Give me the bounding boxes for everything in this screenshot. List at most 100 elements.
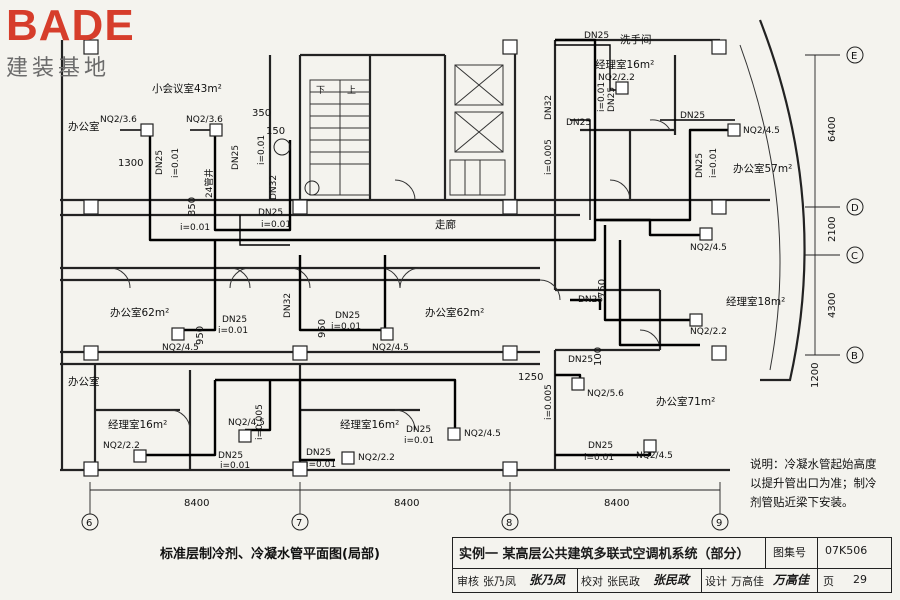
atlas-number-label: 图集号 [773, 546, 806, 559]
dim-8400-c: 8400 [604, 498, 629, 509]
check-label: 校对 [581, 575, 603, 588]
room-small-meeting: 小会议室43m² [152, 82, 222, 95]
structural-columns [83, 39, 727, 477]
unit-label-u3: NQ2/2.2 [598, 73, 635, 83]
logo-subtitle: 建装基地 [6, 56, 111, 81]
title-block-title: 实例一 某高层公共建筑多联式空调机系统（部分） [459, 547, 750, 562]
room-corridor: 走廊 [435, 218, 456, 231]
pipe-label-slope: i=0.01 [218, 326, 248, 336]
room-manager-16b: 经理室16m² [340, 418, 399, 431]
unit-labels: NQ2/3.6 NQ2/3.6 NQ2/2.2 NQ2/4.5 NQ2/4.5 … [100, 73, 780, 463]
dim-950-a: 950 [195, 326, 206, 345]
pipe-label-slope: i=0.005 [544, 139, 554, 175]
room-office-left-bottom: 办公室 [68, 375, 100, 388]
room-pipe-shaft: 24管井 [203, 169, 215, 198]
pipe-label-slope: i=0.01 [331, 322, 361, 332]
pipe-label-slope: i=0.01 [180, 223, 210, 233]
reviewer-signature: 张乃凤 [529, 573, 566, 587]
note-line: 说明：冷凝水管起始高度 [750, 457, 877, 471]
drawing-caption: 标准层制冷剂、冷凝水管平面图(局部) [160, 547, 380, 562]
axis-bubbles: 6 7 8 9 E D C B [81, 46, 864, 531]
room-office-62b: 办公室62m² [425, 306, 484, 319]
indoor-unit-markers [133, 81, 741, 465]
dim-750: 750 [597, 279, 608, 298]
designer-signature: 万高佳 [773, 573, 810, 587]
pipe-label-slope: i=0.01 [404, 436, 434, 446]
pipe-label-dn25: DN25 [155, 150, 165, 175]
pipe-label-dn25: DN25 [568, 355, 593, 365]
pipe-label-dn25: DN25 [578, 295, 603, 305]
axis-B: B [851, 351, 858, 362]
pipe-label-slope: i=0.01 [584, 453, 614, 463]
room-office-62a: 办公室62m² [110, 306, 169, 319]
dim-150: 150 [266, 126, 285, 137]
pipe-label-dn25: DN25 [584, 31, 609, 41]
pipe-label-slope: i=0.01 [709, 148, 719, 178]
elevators [449, 64, 506, 196]
unit-label-u10: NQ2/2.2 [103, 441, 140, 451]
pipe-label-dn25: DN25 [218, 451, 243, 461]
unit-label-u9: NQ2/5.6 [587, 389, 624, 399]
title-block: 实例一 某高层公共建筑多联式空调机系统（部分） 图集号 07K506 审核 张乃… [452, 537, 892, 593]
room-office-57: 办公室57m² [733, 162, 792, 175]
dim-350-a: 350 [252, 108, 271, 119]
pipe-label-slope: i=0.01 [171, 148, 181, 178]
room-office-71: 办公室71m² [656, 395, 715, 408]
pipe-label-dn25: DN25 [406, 425, 431, 435]
logo: BADE 建装基地 [6, 4, 135, 82]
note-line: 以提升管出口为准；制冷 [750, 476, 877, 490]
dim-1200: 1200 [810, 363, 821, 388]
dim-4300: 4300 [827, 293, 838, 318]
pipe-label-slope: i=0.01 [257, 135, 267, 165]
pipe-label-dn25: DN25 [222, 315, 247, 325]
dim-1300: 1300 [118, 158, 143, 169]
dim-350-b: 350 [187, 197, 198, 216]
unit-label-u8: NQ2/2.2 [690, 327, 727, 337]
axis-8: 8 [506, 518, 512, 529]
review-label: 审核 [457, 575, 479, 588]
dim-1250: 1250 [518, 372, 543, 383]
unit-label-u13: NQ2/4.5 [464, 429, 501, 439]
dim-6400: 6400 [827, 117, 838, 142]
pipe-label-dn25: DN25 [680, 111, 705, 121]
unit-label-u1: NQ2/3.6 [100, 115, 137, 125]
pipe-label-dn25: DN25 [588, 441, 613, 451]
designer-name: 万高佳 [731, 575, 764, 588]
room-manager-16a: 经理室16m² [108, 418, 167, 431]
room-office-left-top: 办公室 [68, 120, 100, 133]
pipe-label-slope: i=0.01 [597, 82, 607, 112]
unit-label-u6: NQ2/4.5 [162, 343, 199, 353]
dimension-lines: 8400 8400 8400 6400 2100 4300 1200 1300 … [89, 54, 840, 515]
pipe-label-slope: i=0.005 [255, 404, 265, 440]
pipe-label-slope: i=0.01 [220, 461, 250, 471]
dim-950-b: 950 [317, 319, 328, 338]
design-label: 设计 [705, 575, 727, 588]
pipe-label-slope: i=0.01 [306, 460, 336, 470]
pipe-label-dn25: DN25 [695, 153, 705, 178]
page-number: 29 [853, 573, 867, 586]
dim-100: 100 [593, 347, 604, 366]
unit-label-u12: NQ2/2.2 [358, 453, 395, 463]
room-manager-top: 经理室16m² [595, 58, 654, 71]
pipe-label-dn25: DN25 [607, 87, 617, 112]
dim-2100: 2100 [827, 217, 838, 242]
logo-wordmark: BADE [6, 1, 135, 50]
pipe-label-dn25: DN25 [335, 311, 360, 321]
room-labels: 小会议室43m² 办公室 办公室 洗手间 经理室16m² 办公室57m² 走廊 … [68, 33, 792, 431]
pipe-label-slope: i=0.01 [261, 220, 291, 230]
pipe-label-dn25: DN25 [306, 448, 331, 458]
pipe-label-dn32: DN32 [283, 293, 293, 318]
unit-label-u14: NQ2/4.5 [636, 451, 673, 461]
signature-row: 审核 张乃凤 张乃凤 校对 张民政 张民政 设计 万高佳 万高佳 页 29 [453, 568, 891, 593]
axis-6: 6 [86, 518, 92, 529]
pipe-labels: DN25 DN25 DN25 DN25 i=0.01 DN25 i=0.01 D… [155, 31, 719, 471]
axis-C: C [851, 251, 858, 262]
pipe-label-dn25: DN25 [258, 208, 283, 218]
unit-label-u2: NQ2/3.6 [186, 115, 223, 125]
dim-8400-b: 8400 [394, 498, 419, 509]
unit-label-u5: NQ2/4.5 [690, 243, 727, 253]
axis-D: D [851, 203, 859, 214]
unit-label-u4: NQ2/4.5 [743, 126, 780, 136]
checker-signature: 张民政 [653, 573, 690, 587]
